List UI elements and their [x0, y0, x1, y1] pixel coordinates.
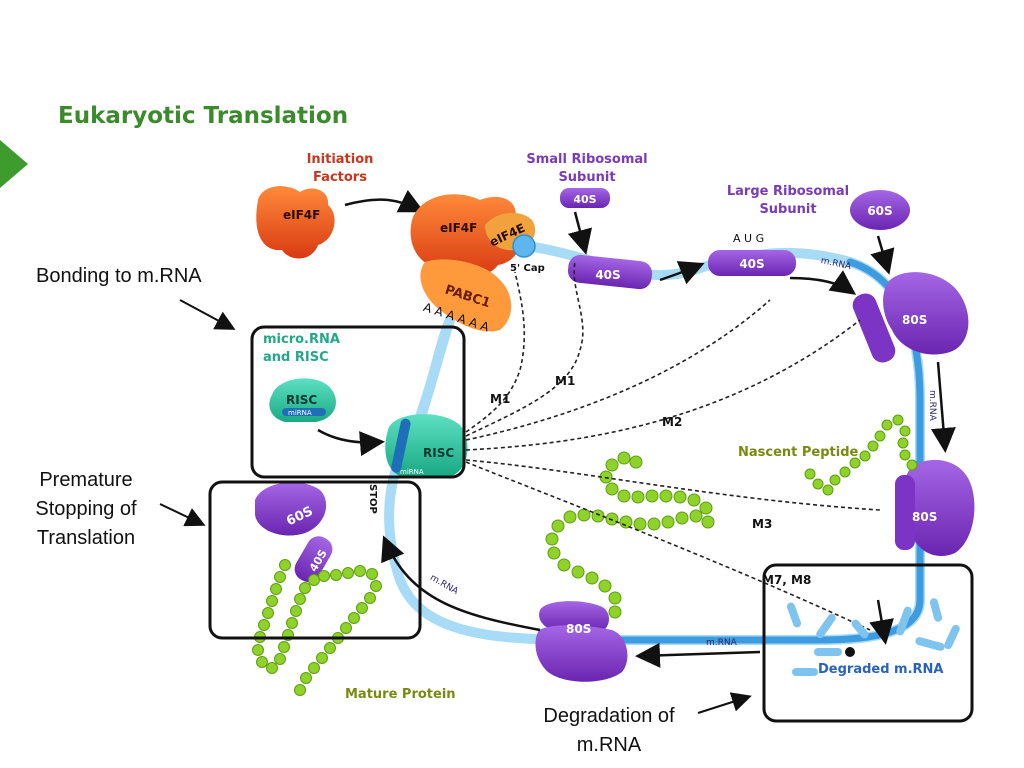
mirna-bound: [391, 418, 411, 473]
subunit-40s-free: [560, 188, 610, 208]
callout-premature-line1: Premature: [39, 469, 133, 491]
large-subunit-line2: Subunit: [759, 202, 816, 217]
nascent-peptide-label: Nascent Peptide: [738, 445, 859, 460]
five-prime-cap-label: 5' Cap: [510, 263, 545, 274]
m7m8-label: M7, M8: [762, 573, 811, 587]
ribosome-80s-top: [852, 272, 969, 363]
callout-premature: Premature Stopping of Translation: [16, 466, 156, 553]
mrna-label-left: m.RNA: [428, 573, 460, 597]
subunit-60s-free-label: 60S: [867, 204, 892, 218]
green-triangle-icon: [0, 140, 28, 188]
five-prime-cap-icon: [512, 234, 536, 258]
highlight-box-degradation: [762, 563, 974, 723]
subunit-40s-aug: [708, 250, 796, 276]
stop-label: STOP: [367, 484, 378, 514]
m2-label: M2: [662, 415, 682, 429]
mirna-free-label: miRNA: [288, 409, 312, 417]
degraded-mrna-label: Degraded m.RNA: [818, 662, 944, 677]
microrna-risc-line2: and RISC: [263, 350, 329, 365]
degradation-marker-icon: [845, 647, 855, 657]
mirna-bound-label: miRNA: [400, 468, 424, 476]
pointer-arrow-degradation: [697, 692, 752, 714]
m1-label-b: M1: [555, 374, 575, 388]
eif4f-bound-label: eIF4F: [440, 221, 477, 235]
large-subunit-line1: Large Ribosomal: [727, 184, 849, 199]
callout-degradation: Degradation of m.RNA: [524, 702, 694, 760]
callout-premature-line3: Translation: [36, 527, 136, 549]
small-subunit-line2: Subunit: [558, 170, 615, 185]
ribosome-80s-middle-label: 80S: [912, 510, 937, 524]
callout-degradation-line1: Degradation of: [543, 705, 675, 727]
small-subunit-line1: Small Ribosomal: [526, 152, 647, 167]
mature-protein-chain: [252, 559, 382, 696]
eif4f-free: [256, 186, 335, 259]
ribosome-80s-bottom-label: 80S: [566, 622, 591, 636]
subunit-60s-released: [255, 482, 327, 536]
callout-bonding: Bonding to m.RNA: [36, 265, 202, 287]
mature-protein-label: Mature Protein: [345, 687, 456, 702]
ribosome-80s-top-label: 80S: [902, 313, 927, 327]
subunit-40s-bound: [567, 254, 653, 290]
subunit-40s-free-label: 40S: [573, 193, 596, 206]
slide-title: Eukaryotic Translation: [58, 103, 349, 129]
initiation-factors-line2: Factors: [313, 170, 367, 185]
eif4f-bound: [410, 194, 522, 277]
m1-label-a: M1: [490, 392, 510, 406]
pabc1: [420, 259, 512, 332]
risc-bound-label: RISC: [423, 446, 454, 460]
m3-label: M3: [752, 517, 772, 531]
nascent-peptide-chain: [804, 414, 918, 496]
initiation-factors-line1: Initiation: [307, 152, 374, 167]
regulation-lines: [465, 261, 881, 631]
subunit-40s-bound-label: 40S: [595, 268, 620, 282]
ribosome-80s-middle: [895, 459, 975, 557]
mirna-free: [282, 408, 326, 416]
highlight-box-risc: [250, 325, 466, 479]
mrna-label-right: m.RNA: [927, 390, 937, 422]
pointer-arrow-premature: [159, 503, 206, 527]
subunit-60s-free: [850, 190, 910, 230]
callout-premature-line2: Stopping of: [35, 498, 137, 520]
peptide-chain-middle: [545, 451, 715, 619]
subunit-40s-released: [294, 536, 333, 583]
aug-label: A U G: [733, 232, 764, 245]
subunit-40s-aug-label: 40S: [739, 257, 764, 271]
callout-degradation-line2: m.RNA: [576, 734, 642, 756]
mrna-label-bottom: m.RNA: [706, 638, 738, 648]
highlight-box-premature: [208, 480, 422, 640]
microrna-risc-line1: micro.RNA: [263, 332, 340, 347]
eif4f-free-label: eIF4F: [283, 208, 320, 222]
degraded-mrna-fragments: [786, 598, 960, 676]
ribosome-80s-bottom: [535, 601, 628, 682]
pointer-arrow-bonding: [179, 299, 236, 330]
risc-free-label: RISC: [286, 393, 317, 407]
